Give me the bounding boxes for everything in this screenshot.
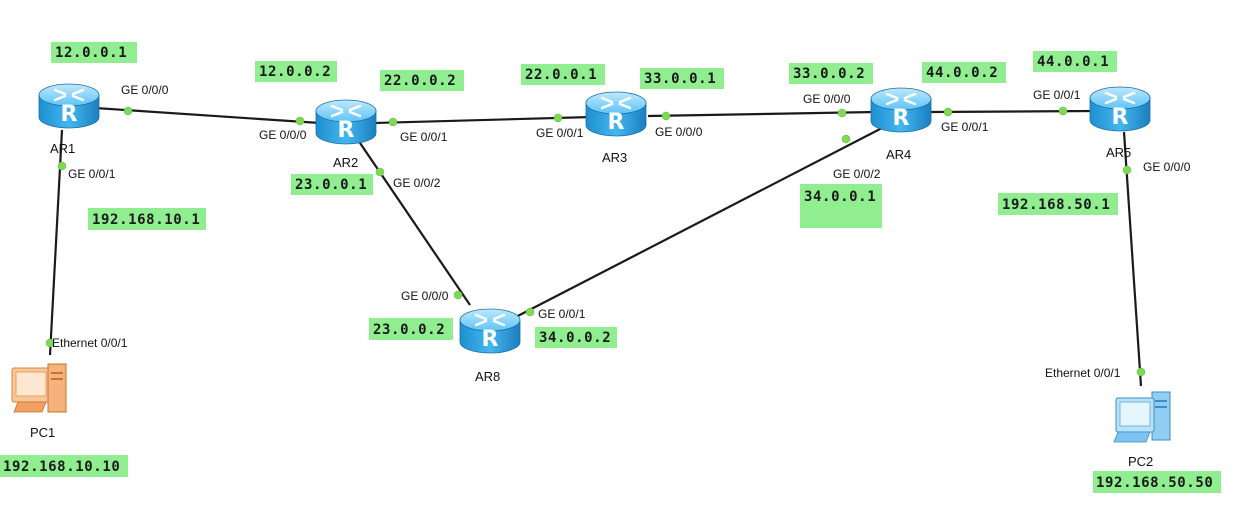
router-label: AR2	[333, 155, 358, 170]
port-dot[interactable]	[45, 338, 55, 348]
router-label: AR5	[1106, 145, 1131, 160]
port-label-ar2-ar1: GE 0/0/0	[259, 128, 307, 142]
router-label: AR1	[50, 141, 75, 156]
pc-pc2[interactable]: PC2	[1113, 391, 1171, 469]
ip-labels: 12.0.0.1 12.0.0.2 22.0.0.2 22.0.0.1 33.0…	[0, 42, 1221, 493]
ip-label-ar8-ge000: 23.0.0.2	[369, 318, 453, 340]
ip-label-ar2-ge001: 22.0.0.2	[380, 70, 464, 91]
ip-label-ar8-ge001: 34.0.0.2	[535, 327, 617, 348]
ip-label-ar2-ge002: 23.0.0.1	[291, 174, 373, 195]
link-ar4-ar8	[509, 127, 883, 321]
svg-text:12.0.0.1: 12.0.0.1	[55, 45, 127, 61]
router-ar5[interactable]: AR5	[1088, 85, 1152, 160]
ip-label-ar4-ge000: 33.0.0.2	[789, 63, 873, 84]
port-label-pc2-ar5: Ethernet 0/0/1	[1045, 366, 1121, 380]
port-label-ar1-pc1: GE 0/0/1	[68, 167, 116, 181]
router-ar4[interactable]: AR4	[869, 86, 933, 162]
ip-label-ar3-ge001: 22.0.0.1	[521, 64, 605, 85]
link-ar5-pc2	[1122, 131, 1143, 387]
ip-label-pc1: 192.168.10.10	[0, 455, 128, 477]
pc-pc1[interactable]: PC1	[11, 363, 67, 440]
port-dot[interactable]	[295, 116, 305, 126]
router-ar3[interactable]: AR3	[584, 90, 648, 165]
svg-text:44.0.0.1: 44.0.0.1	[1037, 54, 1109, 70]
router-ar2[interactable]: AR2	[314, 98, 378, 170]
port-dot[interactable]	[837, 108, 847, 118]
port-dot[interactable]	[388, 117, 398, 127]
port-label-ar3-ar2: GE 0/0/1	[536, 126, 584, 140]
ip-label-ar4-ge002: 34.0.0.1	[800, 184, 882, 228]
svg-text:33.0.0.2: 33.0.0.2	[793, 66, 865, 82]
port-dot[interactable]	[57, 161, 67, 171]
svg-text:44.0.0.2: 44.0.0.2	[926, 65, 998, 81]
link-ar4-ar5	[929, 109, 1095, 114]
port-label-pc1-ar1: Ethernet 0/0/1	[52, 336, 128, 350]
desktop-pc-icon	[11, 363, 67, 413]
svg-text:12.0.0.2: 12.0.0.2	[259, 64, 331, 80]
port-dot[interactable]	[1058, 106, 1068, 116]
svg-text:192.168.10.10: 192.168.10.10	[3, 459, 120, 475]
port-dot[interactable]	[375, 167, 385, 177]
link-ar2-ar8	[357, 139, 471, 306]
svg-text:34.0.0.2: 34.0.0.2	[539, 330, 611, 346]
router-label: AR4	[886, 147, 911, 162]
port-label-ar2-ar8: GE 0/0/2	[393, 176, 441, 190]
port-dot[interactable]	[1136, 367, 1146, 377]
port-dot[interactable]	[1122, 165, 1132, 175]
port-dot[interactable]	[525, 307, 535, 317]
port-dot[interactable]	[453, 290, 463, 300]
port-label-ar4-ar8: GE 0/0/2	[833, 167, 881, 181]
svg-text:23.0.0.2: 23.0.0.2	[373, 322, 445, 338]
router-icon	[458, 307, 522, 355]
port-labels: GE 0/0/0 GE 0/0/0 GE 0/0/1 GE 0/0/1 GE 0…	[52, 83, 1191, 380]
svg-text:192.168.10.1: 192.168.10.1	[92, 212, 200, 228]
pc-label: PC1	[30, 425, 55, 440]
router-label: AR8	[475, 369, 500, 384]
port-dot[interactable]	[943, 107, 953, 117]
port-label-ar2-ar3: GE 0/0/1	[400, 130, 448, 144]
port-dot[interactable]	[661, 111, 671, 121]
svg-text:192.168.50.50: 192.168.50.50	[1096, 475, 1213, 491]
pc-label: PC2	[1128, 454, 1153, 469]
ip-label-ar5-ge000: 192.168.50.1	[998, 193, 1118, 215]
svg-text:22.0.0.1: 22.0.0.1	[525, 67, 597, 83]
port-label-ar3-ar4: GE 0/0/0	[655, 125, 703, 139]
port-dot[interactable]	[123, 106, 133, 116]
router-ar1[interactable]: AR1	[37, 82, 101, 156]
desktop-pc-icon	[1113, 391, 1171, 443]
port-label-ar8-ar2: GE 0/0/0	[401, 289, 449, 303]
link-ar1-ar2	[94, 106, 321, 125]
router-icon	[1088, 85, 1152, 133]
port-label-ar1-ar2: GE 0/0/0	[121, 83, 169, 97]
svg-text:34.0.0.1: 34.0.0.1	[804, 189, 876, 205]
ip-label-ar4-ge001: 44.0.0.2	[922, 62, 1006, 83]
link-ar3-ar4	[647, 110, 876, 118]
ip-label-ar1-ge001: 192.168.10.1	[88, 208, 206, 230]
ip-label-ar2-ge000: 12.0.0.2	[255, 61, 337, 82]
ip-label-ar3-ge000: 33.0.0.1	[640, 68, 724, 89]
router-icon	[869, 86, 933, 134]
port-dot[interactable]	[841, 134, 851, 144]
port-dots	[45, 106, 1146, 377]
router-icon	[584, 90, 648, 138]
ip-label-ar1-ge000: 12.0.0.1	[51, 42, 137, 63]
router-icon	[37, 82, 101, 130]
svg-text:22.0.0.2: 22.0.0.2	[384, 73, 456, 89]
ip-label-ar5-ge001: 44.0.0.1	[1033, 51, 1117, 72]
router-label: AR3	[602, 150, 627, 165]
svg-text:192.168.50.1: 192.168.50.1	[1002, 197, 1110, 213]
ip-label-pc2: 192.168.50.50	[1093, 471, 1221, 493]
svg-text:23.0.0.1: 23.0.0.1	[295, 177, 367, 193]
svg-text:33.0.0.1: 33.0.0.1	[644, 71, 716, 87]
router-icon	[314, 98, 378, 146]
port-label-ar4-ar5: GE 0/0/1	[941, 120, 989, 134]
port-label-ar8-ar4: GE 0/0/1	[538, 307, 586, 321]
port-label-ar5-ar4: GE 0/0/1	[1033, 88, 1081, 102]
port-dot[interactable]	[553, 113, 563, 123]
router-ar8[interactable]: AR8	[458, 307, 522, 384]
port-label-ar4-ar3: GE 0/0/0	[803, 92, 851, 106]
port-label-ar5-pc2: GE 0/0/0	[1143, 160, 1191, 174]
